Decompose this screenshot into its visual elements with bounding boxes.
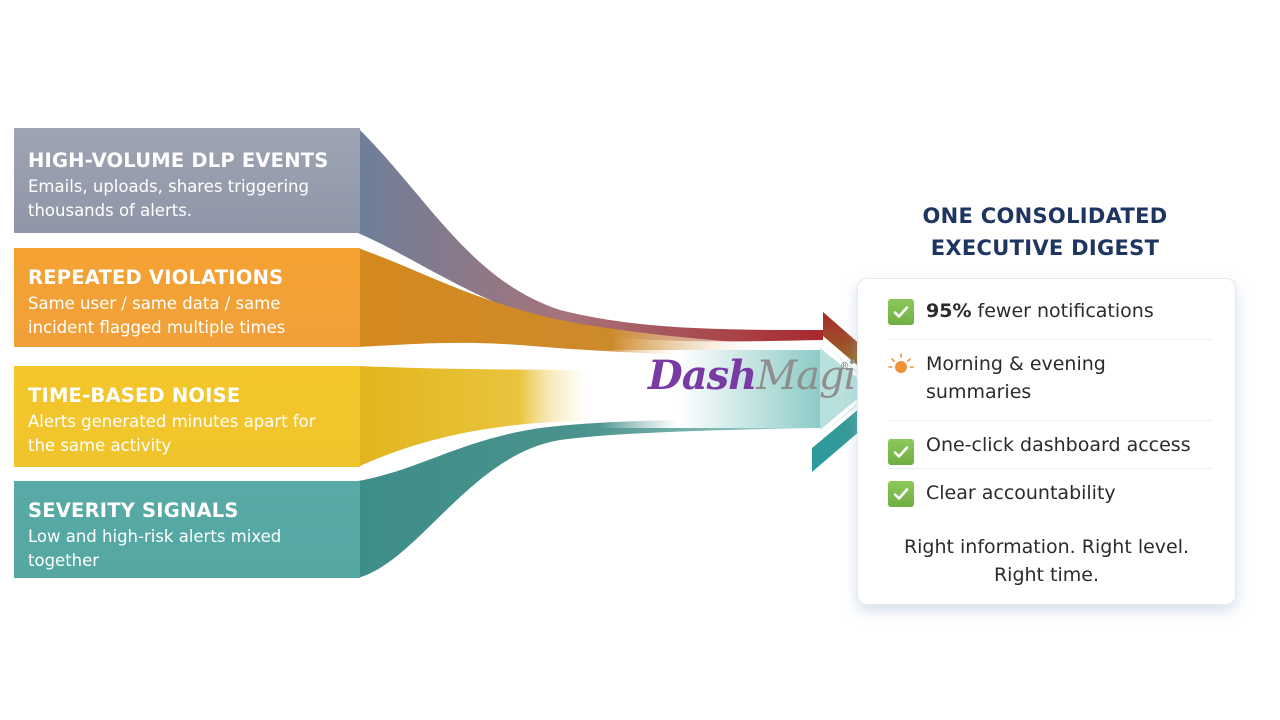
source-description: Emails, uploads, shares triggering thous… [28,177,309,220]
check-icon [888,439,914,465]
digest-card: 95% fewer notifications Morning & evenin… [857,278,1236,605]
flow-ribbon-yellow [358,366,650,467]
check-icon [888,299,914,325]
digest-item-text: Clear accountability [926,482,1116,504]
check-icon [888,481,914,507]
digest-title-line2: EXECUTIVE DIGEST [930,236,1160,260]
source-box-high-volume: HIGH-VOLUME DLP EVENTS Emails, uploads, … [14,128,360,233]
digest-item-text: One-click dashboard access [926,434,1191,456]
source-description: Low and high-risk alerts mixed together [28,527,282,570]
flow-ribbon-teal [358,419,812,578]
source-description: Alerts generated minutes apart for the s… [28,412,316,455]
digest-item: 95% fewer notifications [888,297,1215,325]
digest-item: One-click dashboard access [888,431,1215,465]
registered-mark: ® [840,362,849,372]
tagline-line2: Right time. [993,564,1100,586]
flow-ribbon-orange [358,248,780,356]
divider [888,468,1213,469]
digest-item-text: 95% fewer notifications [926,300,1154,322]
digest-item: Morning & evening summaries [888,350,1215,406]
source-title: HIGH-VOLUME DLP EVENTS [28,149,329,172]
divider [888,339,1213,340]
logo-dash: Dash [648,352,757,399]
source-description: Same user / same data / same incident fl… [28,294,286,337]
source-title: SEVERITY SIGNALS [28,499,239,522]
tagline: Right information. Right level. Right ti… [858,533,1235,589]
flow-ribbon-gray [358,128,823,342]
digest-item-text: Morning & evening summaries [926,353,1106,403]
source-title: TIME-BASED NOISE [28,384,241,407]
source-title: REPEATED VIOLATIONS [28,266,284,289]
arrowhead-fill [820,342,878,436]
dashmagiq-logo: DashMagiq ® [648,352,881,399]
source-box-repeated-violations: REPEATED VIOLATIONS Same user / same dat… [14,248,360,347]
tagline-line1: Right information. Right level. [903,536,1190,558]
digest-item: Clear accountability [888,479,1215,507]
divider [888,420,1213,421]
digest-title-line1: ONE CONSOLIDATED [922,204,1168,228]
sun-icon [888,352,914,378]
source-box-severity-signals: SEVERITY SIGNALS Low and high-risk alert… [14,481,360,578]
arrow-body [600,350,820,428]
source-box-time-based-noise: TIME-BASED NOISE Alerts generated minute… [14,366,360,467]
digest-title: ONE CONSOLIDATED EXECUTIVE DIGEST [880,200,1210,264]
